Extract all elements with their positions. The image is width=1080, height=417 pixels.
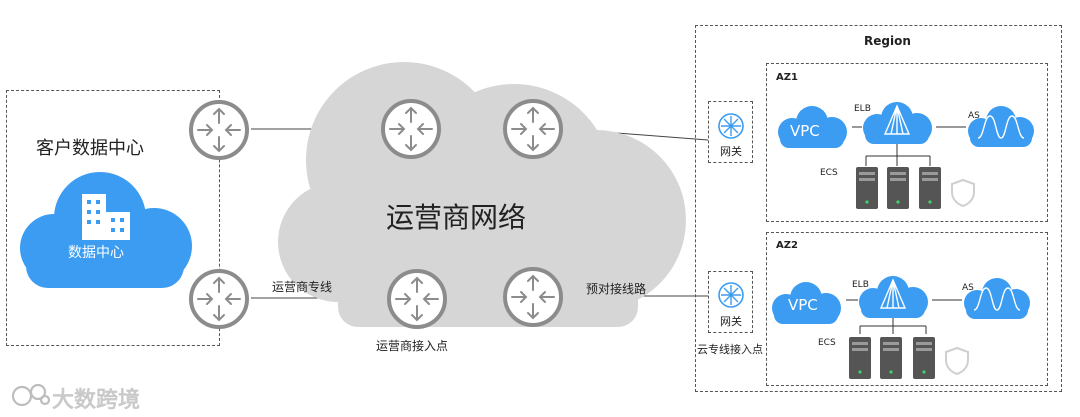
- az1-ecs-label: ECS: [820, 168, 838, 178]
- watermark-text: 大数跨境: [52, 388, 141, 413]
- watermark-logo-icon: [11, 383, 51, 407]
- datacenter-label: 数据中心: [68, 245, 124, 261]
- gateway-box-bottom[interactable]: [708, 271, 753, 333]
- az2-server-icon: [849, 337, 871, 379]
- az1-server-icon: [919, 167, 941, 209]
- az2-elb-cloud-icon: [859, 276, 928, 318]
- az1-as-label: AS: [968, 111, 980, 121]
- az2-server-icon: [880, 337, 902, 379]
- az2-title: AZ2: [776, 240, 798, 251]
- carrier-router-bottom-right-icon[interactable]: [502, 266, 564, 328]
- az1-server-icon: [856, 167, 878, 209]
- cloud-access-point-label: 云专线接入点: [697, 343, 763, 356]
- az1-vpc-label: VPC: [790, 122, 820, 140]
- az2-as-cloud-icon: [964, 278, 1030, 319]
- carrier-access-point-label: 运营商接入点: [376, 339, 449, 353]
- az1-server-icon: [887, 167, 909, 209]
- carrier-router-bottom-left-icon[interactable]: [386, 268, 448, 330]
- gateway-box-top[interactable]: [708, 101, 753, 163]
- region-box: [695, 25, 1062, 392]
- az1-shield-icon: [951, 178, 975, 208]
- carrier-cloud-icon: [278, 62, 686, 327]
- customer-dc-box: [6, 90, 220, 346]
- carrier-line-label: 运营商专线: [272, 280, 333, 294]
- carrier-network-title: 运营商网络: [386, 201, 527, 234]
- datacenter-cloud-icon: [20, 172, 192, 288]
- region-title: Region: [864, 34, 911, 48]
- customer-router-top-icon[interactable]: [188, 99, 250, 161]
- carrier-router-top-right-icon[interactable]: [502, 98, 564, 160]
- az2-ecs-label: ECS: [818, 338, 836, 348]
- az1-vpc-cloud-icon: [778, 106, 847, 148]
- az1-as-cloud-icon: [968, 106, 1034, 147]
- gateway-bottom-icon: [718, 282, 744, 308]
- customer-dc-title: 客户数据中心: [36, 138, 144, 159]
- az2-server-icon: [913, 337, 935, 379]
- gateway-bottom-label: 网关: [720, 315, 742, 328]
- az2-elb-label: ELB: [852, 280, 869, 290]
- carrier-router-top-left-icon[interactable]: [380, 98, 442, 160]
- az2-vpc-cloud-icon: [772, 282, 841, 324]
- predial-line-label: 预对接线路: [586, 282, 647, 296]
- building-icon: [82, 194, 130, 240]
- az2-shield-icon: [945, 346, 969, 376]
- az2-box: [766, 232, 1048, 386]
- az1-elb-cloud-icon: [863, 102, 932, 144]
- gateway-top-label: 网关: [720, 145, 742, 158]
- az2-vpc-label: VPC: [788, 296, 818, 314]
- az1-box: [766, 63, 1048, 222]
- az2-as-label: AS: [962, 283, 974, 293]
- gateway-top-icon: [718, 113, 744, 139]
- customer-router-bottom-icon[interactable]: [188, 268, 250, 330]
- az1-title: AZ1: [776, 72, 798, 83]
- az1-elb-label: ELB: [854, 104, 871, 114]
